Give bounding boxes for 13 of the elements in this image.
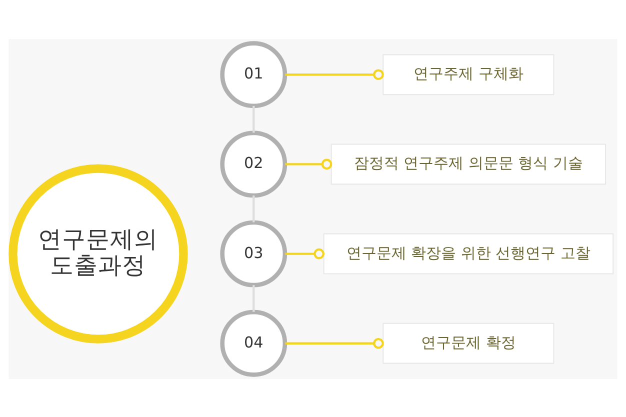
node-circle: 02	[220, 130, 288, 198]
node-circle: 03	[220, 220, 288, 287]
connector	[285, 158, 332, 170]
node-circle: 연구문제의 도출과정	[8, 164, 188, 343]
node-box: 연구문제 확장을 위한 선행연구 고찰	[323, 232, 614, 274]
node-circle: 01	[220, 40, 288, 108]
connector	[285, 337, 384, 348]
node-box: 연구문제 확정	[382, 322, 554, 364]
connector	[285, 68, 384, 80]
node-circle: 04	[220, 309, 288, 376]
connector	[285, 248, 324, 259]
node-box: 연구주제 구체화	[382, 54, 554, 95]
node-box: 잠정적 연구주제 의문문 형식 기술	[330, 143, 606, 184]
